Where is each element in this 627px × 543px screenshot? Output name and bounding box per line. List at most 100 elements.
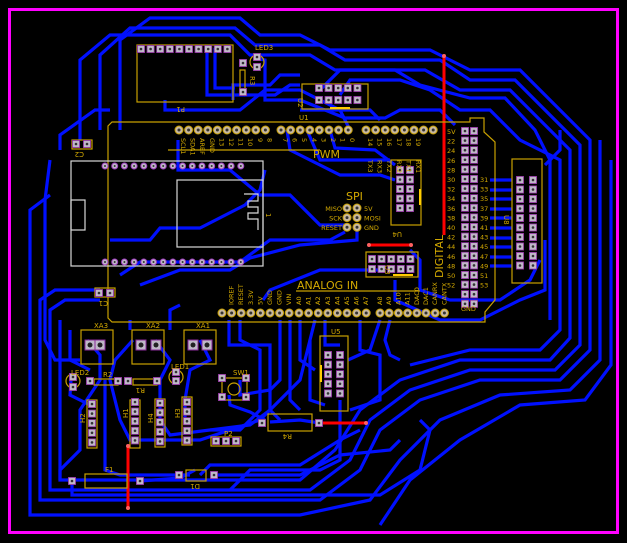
u5-pin — [323, 370, 332, 379]
header-pin — [232, 125, 242, 135]
digital-label: 42 — [447, 234, 455, 242]
pads-layer — [68, 45, 538, 510]
esp-usb-outline — [70, 199, 86, 231]
digital-label: 51 — [480, 272, 488, 280]
spi-pin — [342, 213, 352, 223]
labels-layer: U1 U2 U3 U4 U5 U8 P1 P2 LED1 LED2 LED3 R… — [71, 44, 510, 490]
c2-label: C2 — [75, 150, 84, 158]
header-pin — [399, 125, 409, 135]
xa3-label: XA3 — [94, 322, 108, 330]
u5-pin — [323, 360, 332, 369]
digital-label: 24 — [447, 147, 455, 155]
digital-label: 5V — [447, 128, 456, 136]
top-layer-traces — [28, 16, 613, 526]
u3-pin — [387, 254, 396, 263]
pin-label: A8 — [376, 296, 384, 305]
header-pin — [260, 125, 270, 135]
c1-pad — [95, 288, 104, 297]
pin-label: 14 — [366, 138, 374, 146]
pin-label: 5V — [256, 296, 264, 305]
digital-pin — [469, 290, 478, 299]
r4-pad — [314, 418, 323, 427]
bottom-layer-traces — [126, 56, 446, 508]
pin-label: RX1 — [414, 160, 422, 173]
h3-pin — [182, 426, 191, 435]
r3-body — [239, 69, 246, 91]
header-pin — [361, 125, 371, 135]
esp-pin — [198, 258, 206, 266]
pin-label: 12 — [227, 138, 235, 146]
spi-label: SPI — [346, 190, 363, 203]
pin-label: TX3 — [366, 159, 374, 173]
digital-label: 30 — [447, 176, 455, 184]
u3-pin — [406, 264, 415, 273]
d1-body — [185, 469, 207, 482]
pin-label: 2 — [329, 138, 337, 142]
via — [409, 243, 413, 247]
u8-pin — [516, 261, 525, 270]
header-pin — [217, 308, 227, 318]
spi-pin — [352, 213, 362, 223]
h4-pin — [155, 437, 164, 446]
r2-label: R2 — [103, 371, 112, 379]
sw1-outline — [221, 377, 248, 401]
header-pin — [409, 125, 419, 135]
led1-pad — [171, 367, 180, 376]
u8-pin — [529, 204, 538, 213]
u2-pin — [343, 96, 352, 105]
header-pin — [334, 125, 344, 135]
terminal-pad — [187, 339, 199, 351]
pin-label: A3 — [324, 296, 332, 305]
digital-pin — [460, 290, 469, 299]
esp-pin — [111, 258, 119, 266]
u2-pin — [334, 96, 343, 105]
analog-in-label: ANALOG IN — [297, 279, 358, 292]
h4-pin — [155, 427, 164, 436]
digital-label: 49 — [480, 262, 488, 270]
u3-pin — [367, 264, 376, 273]
u8-outline — [511, 158, 543, 284]
digital-label: 28 — [447, 166, 455, 174]
header-pin — [276, 125, 286, 135]
digital-pin — [460, 136, 469, 145]
terminal-pad — [150, 339, 162, 351]
esp-pin — [169, 162, 177, 170]
header-pin — [295, 125, 305, 135]
esp-pin — [120, 162, 128, 170]
d1-pad — [209, 470, 218, 479]
sw1-pad — [241, 373, 250, 382]
p2-pin — [221, 436, 230, 445]
pin-label: A11 — [404, 292, 412, 305]
pin-label: DAC0 — [413, 287, 421, 305]
u2-pin — [334, 84, 343, 93]
header-pin — [305, 125, 315, 135]
p1-pin — [175, 45, 184, 54]
led2-pad — [69, 372, 78, 381]
pin-label: A10 — [394, 292, 402, 305]
esp-pin — [198, 162, 206, 170]
esp-pin — [150, 162, 157, 170]
digital-pin — [469, 194, 478, 203]
c1-label: C1 — [99, 299, 108, 307]
r3-pad — [238, 59, 247, 68]
f1-pad — [68, 476, 77, 485]
f1-body — [84, 473, 128, 489]
pin-label: A9 — [385, 296, 393, 305]
u5-pin — [335, 370, 344, 379]
digital-pin — [460, 165, 469, 174]
header-pin — [236, 308, 246, 318]
h1-pin — [130, 407, 139, 416]
esp-module-outline — [70, 160, 264, 267]
u5-pin — [335, 350, 344, 359]
u8-pin — [529, 242, 538, 251]
via — [442, 54, 446, 58]
u8-pin — [516, 194, 525, 203]
digital-label: 52 — [447, 282, 455, 290]
digital-pin — [460, 280, 469, 289]
h4-label: H4 — [147, 413, 155, 423]
header-pin — [390, 125, 400, 135]
u4-pin — [405, 203, 414, 212]
esp-pin — [208, 162, 216, 170]
h2-pin — [88, 438, 97, 447]
